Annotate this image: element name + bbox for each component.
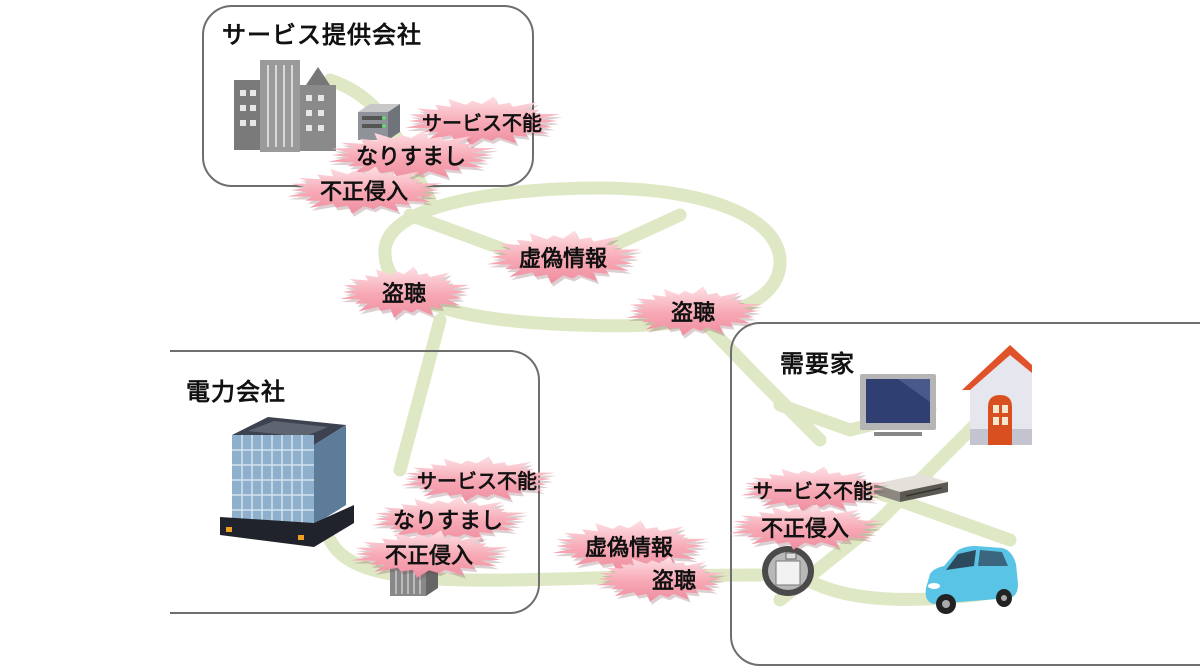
office-buildings-icon xyxy=(234,60,336,152)
burst-fill xyxy=(371,496,527,542)
burst-fill xyxy=(401,456,555,502)
network-link-down xyxy=(393,313,447,477)
threat-burst-dos: サービス不能 xyxy=(394,456,560,505)
smart-meter-icon xyxy=(762,546,814,596)
zone-title: 需要家 xyxy=(780,350,855,378)
burst-shape xyxy=(487,230,643,287)
threat-label: サービス不能 xyxy=(417,468,537,493)
threat-label: 不正侵入 xyxy=(760,517,849,542)
threat-burst-eavesdrop: 盗聴 xyxy=(590,556,730,605)
burst-fill xyxy=(340,266,470,318)
burst-fill xyxy=(626,286,762,336)
threat-burst-dos: サービス不能 xyxy=(734,466,892,515)
network-ring xyxy=(378,181,787,333)
zone-service-provider: サービス提供会社 xyxy=(202,5,534,187)
burst-fill xyxy=(487,230,641,284)
burst-shape xyxy=(351,530,511,581)
zone-title: サービス提供会社 xyxy=(222,21,422,49)
threat-label: なりすまし xyxy=(392,509,503,534)
burst-fill xyxy=(351,530,509,578)
burst-shape xyxy=(401,456,557,505)
server-icon xyxy=(358,104,400,140)
burst-fill xyxy=(740,466,887,512)
threat-burst-spoofing: なりすまし xyxy=(320,130,502,183)
tv-icon xyxy=(860,374,936,436)
burst-shape xyxy=(626,286,764,339)
threat-label: 盗聴 xyxy=(670,301,715,326)
office-tower-icon xyxy=(220,417,354,547)
threat-label: サービス不能 xyxy=(422,110,542,135)
set-top-box-icon xyxy=(874,474,948,502)
threat-burst-intrusion: 不正侵入 xyxy=(344,530,514,581)
threat-label: 盗聴 xyxy=(381,282,426,307)
burst-shape xyxy=(340,266,472,321)
burst-shape xyxy=(287,166,445,217)
burst-shape xyxy=(729,504,885,553)
threat-burst-false-info: 虚偽情報 xyxy=(545,520,713,575)
zone-title: 電力会社 xyxy=(186,378,286,406)
threat-label: 虚偽情報 xyxy=(584,536,673,561)
zone-power-company: 電力会社 xyxy=(170,350,540,614)
threat-label: 不正侵入 xyxy=(319,180,408,205)
burst-fill xyxy=(405,96,561,146)
threat-burst-eavesdrop: 盗聴 xyxy=(334,266,474,321)
electric-car-icon xyxy=(925,546,1018,614)
threat-label: サービス不能 xyxy=(753,478,873,503)
threat-burst-dos: サービス不能 xyxy=(398,96,566,149)
burst-shape xyxy=(740,466,889,515)
burst-shape xyxy=(596,556,728,605)
burst-fill xyxy=(327,130,497,180)
threat-burst-spoofing: なりすまし xyxy=(364,496,532,545)
threat-burst-false-info: 虚偽情報 xyxy=(480,230,646,287)
burst-fill xyxy=(729,504,883,550)
house-icon xyxy=(962,345,1032,445)
threat-label: 不正侵入 xyxy=(384,544,473,569)
threat-label: なりすまし xyxy=(355,145,466,170)
threat-burst-eavesdrop: 盗聴 xyxy=(620,286,766,339)
threat-label: 盗聴 xyxy=(651,569,696,594)
burst-fill xyxy=(287,166,443,214)
threat-burst-intrusion: 不正侵入 xyxy=(280,166,448,217)
burst-shape xyxy=(405,96,563,149)
threat-burst-intrusion: 不正侵入 xyxy=(722,504,888,553)
burst-fill xyxy=(596,556,726,602)
network-link-right xyxy=(693,311,827,447)
burst-shape xyxy=(371,496,529,545)
threat-label: 虚偽情報 xyxy=(518,247,607,272)
